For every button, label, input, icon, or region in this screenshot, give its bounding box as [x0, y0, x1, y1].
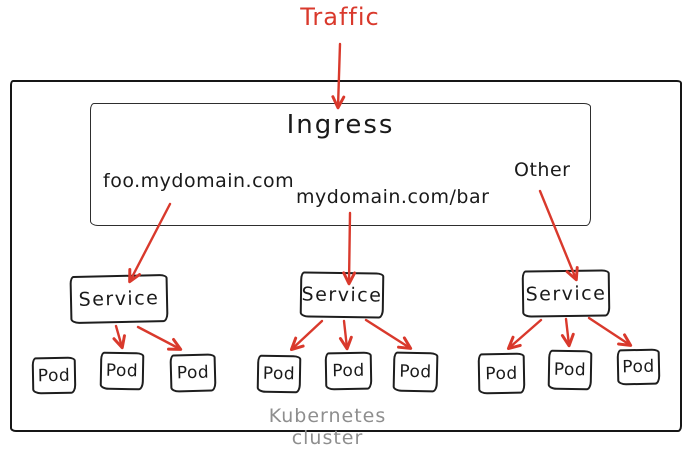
- pod-box-3-1: Pod: [477, 352, 526, 395]
- ingress-rule-path-bar: mydomain.com/bar: [296, 186, 490, 208]
- pod-box-2-2: Pod: [324, 351, 373, 391]
- cluster-label: Kubernetes cluster: [268, 405, 387, 449]
- pod-box-2-3: Pod: [392, 351, 439, 393]
- pod-box-1-1: Pod: [31, 356, 77, 395]
- pod-box-2-1: Pod: [256, 354, 302, 394]
- service-box-2: Service: [299, 271, 385, 319]
- traffic-label: Traffic: [300, 3, 380, 31]
- pod-box-1-2: Pod: [99, 351, 145, 391]
- ingress-rule-other: Other: [514, 159, 571, 181]
- ingress-title: Ingress: [286, 110, 395, 140]
- ingress-box: Ingress: [90, 103, 591, 226]
- service-box-1: Service: [69, 273, 169, 325]
- pod-box-1-3: Pod: [169, 353, 217, 393]
- service-box-3: Service: [521, 269, 611, 318]
- pod-box-3-2: Pod: [547, 349, 593, 391]
- cluster-boundary: [10, 80, 682, 432]
- pod-box-3-3: Pod: [616, 348, 661, 386]
- ingress-rule-host-foo: foo.mydomain.com: [103, 170, 295, 192]
